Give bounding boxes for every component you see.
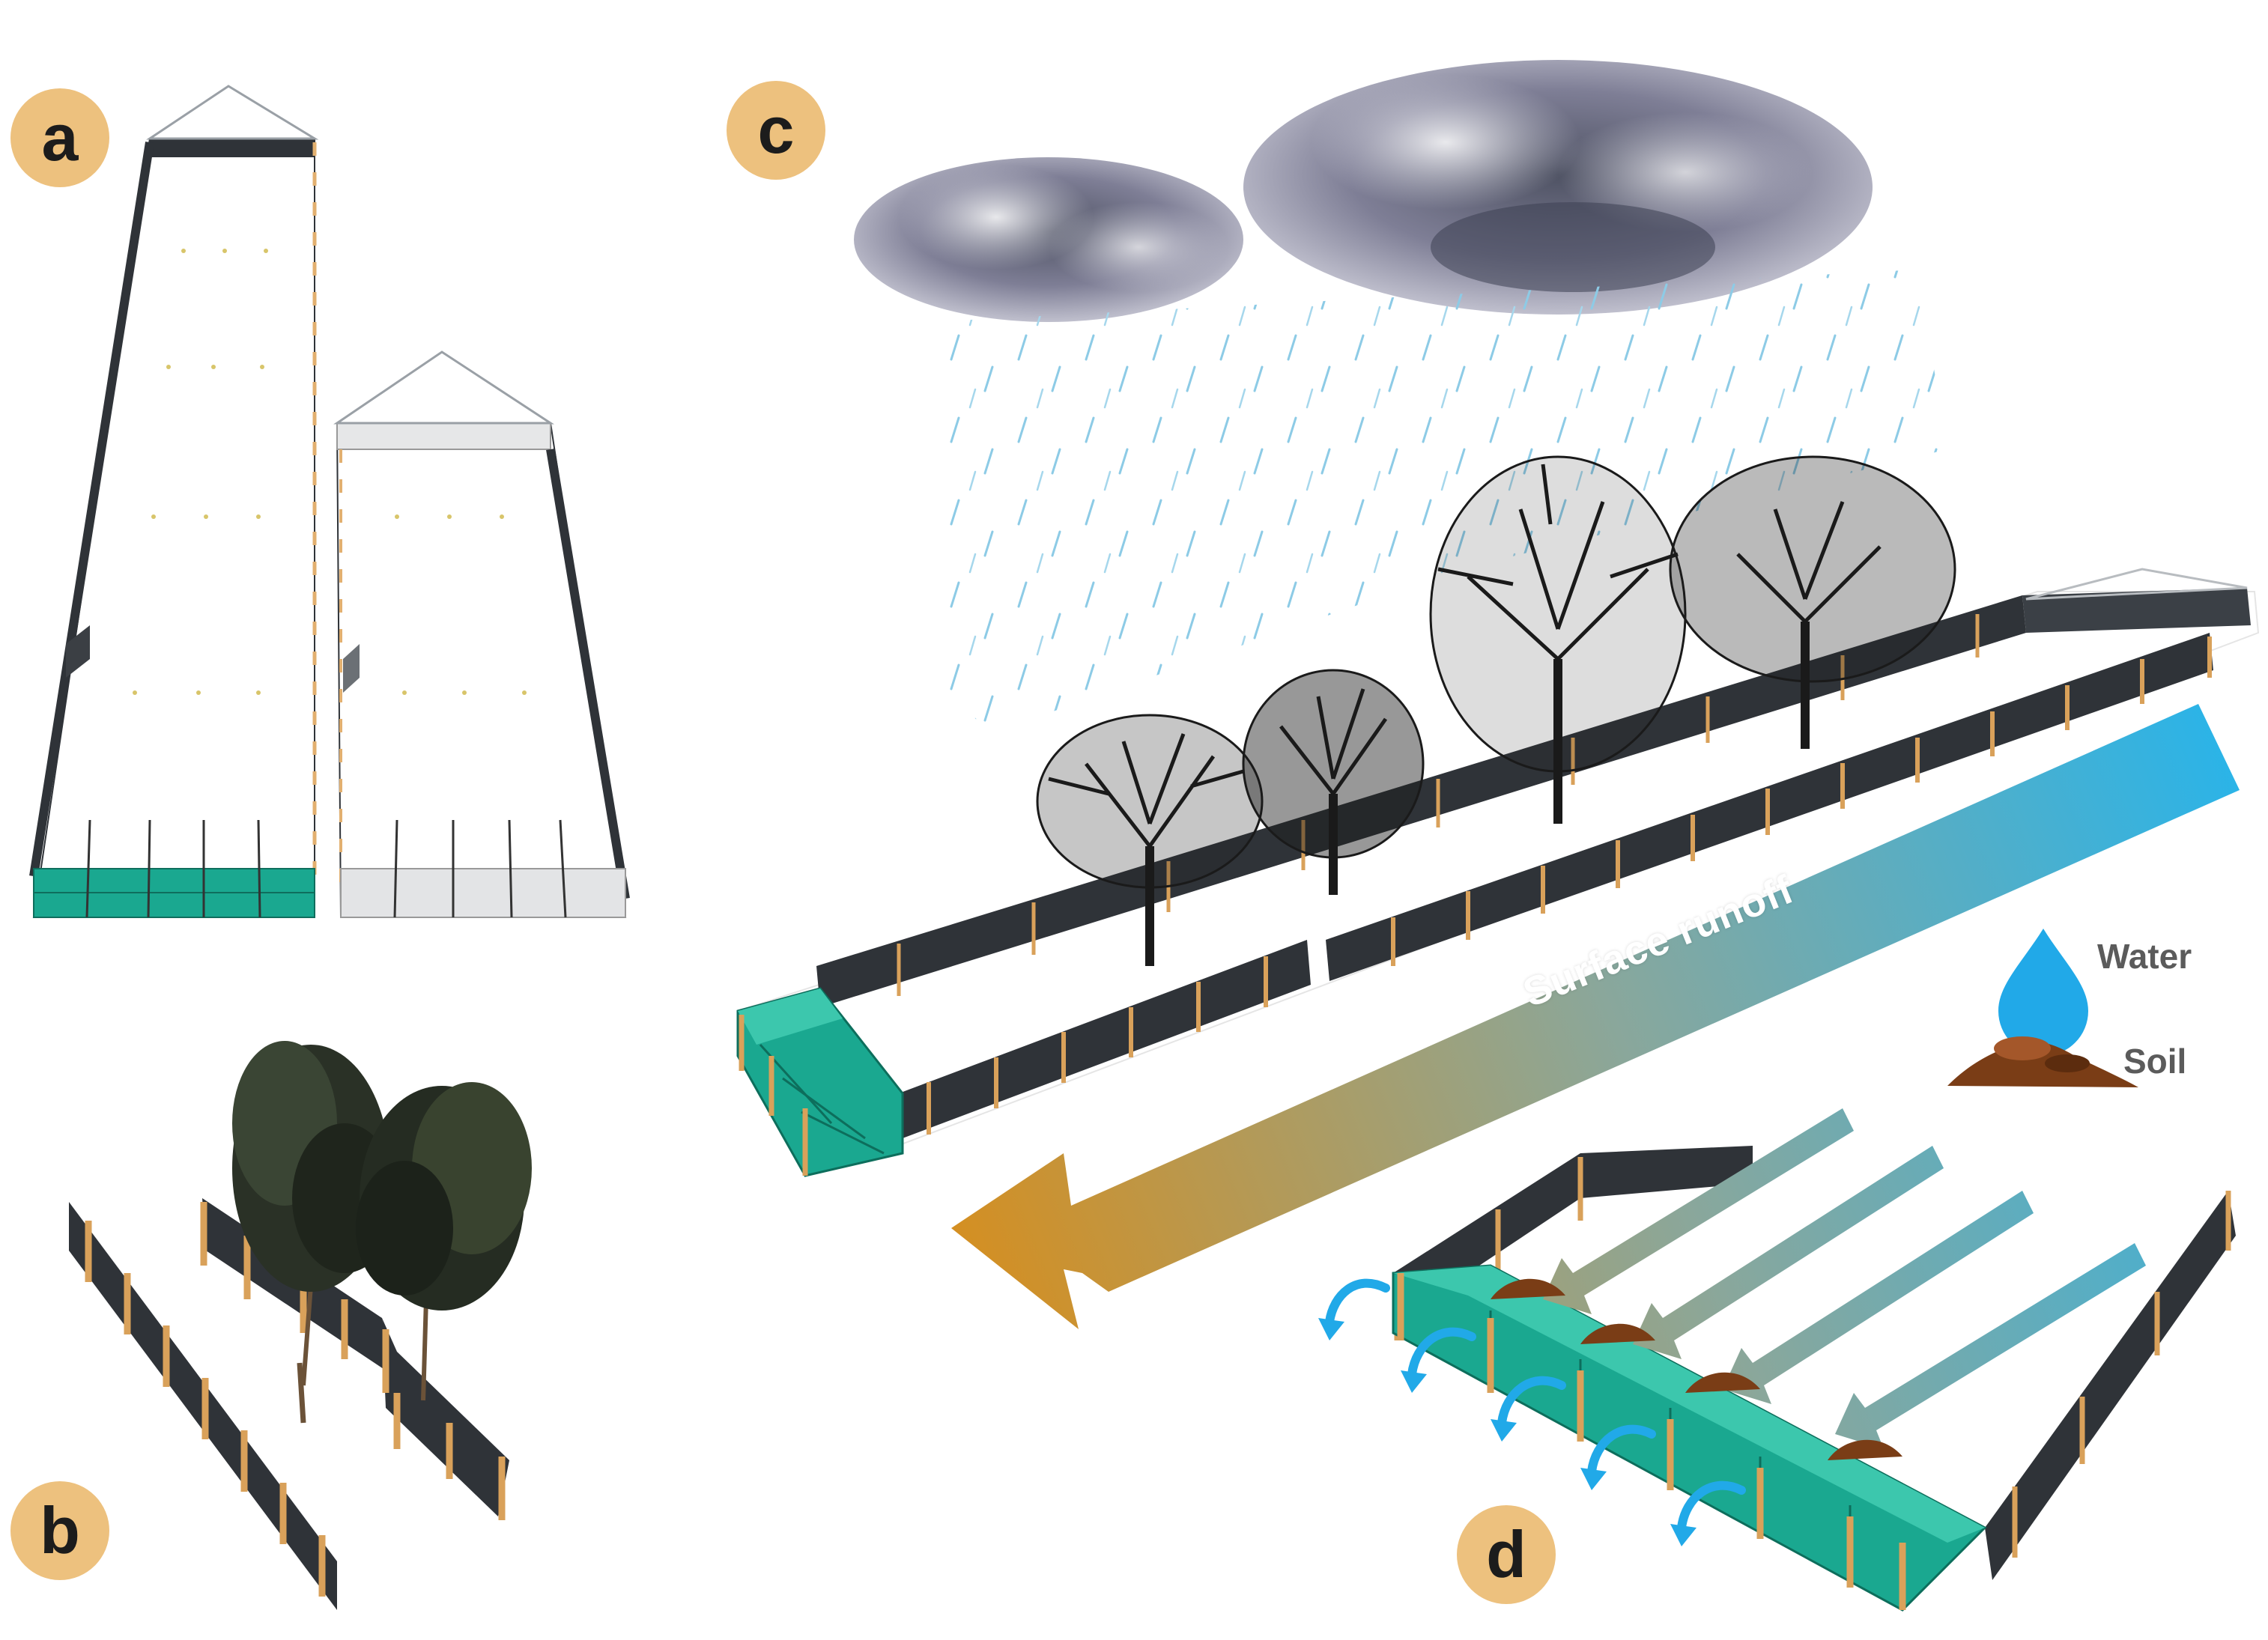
surface-runoff-arrow [951, 704, 2240, 1329]
storm-cloud-right [1243, 60, 1873, 315]
runoff-arrows-d [1543, 1108, 2146, 1449]
panel-label-d: d [1457, 1505, 1556, 1604]
plot-a2-top-fence [336, 422, 551, 450]
rain-field [929, 270, 1947, 734]
plot-c-trap-top [738, 988, 843, 1045]
storm-cloud-left [854, 157, 1243, 322]
panel-c-illustration [736, 60, 2260, 1329]
plot-a2-right-fence [546, 449, 630, 899]
soil-pile-icon [1947, 1036, 2138, 1087]
tree-b2 [356, 1082, 532, 1401]
plot-a1-ground [32, 138, 315, 918]
panel-label-c: c [727, 81, 825, 180]
tree-c2 [1242, 669, 1425, 895]
tree-c4 [1669, 455, 1956, 749]
soil-piles-d [1491, 1278, 1902, 1460]
plot-a1-roof-triangle [146, 85, 319, 140]
plot-d-back-fence [1393, 1146, 1753, 1318]
panel-a-illustration [29, 85, 630, 918]
plot-a2-sediment-trap [340, 868, 626, 918]
runoff-arrow-4 [1835, 1243, 2146, 1449]
runoff-arrow-2 [1633, 1146, 1944, 1359]
panel-label-a: a [10, 88, 109, 187]
plot-d-sediment-trap [1392, 1264, 1987, 1612]
fence-b2-lower [382, 1318, 509, 1516]
runoff-arrow-1 [1543, 1108, 1854, 1314]
plot-a2-roof-triangle [333, 350, 555, 425]
panel-b-illustration [69, 1041, 532, 1610]
legend-soil-label: Soil [2123, 1042, 2187, 1081]
runoff-arrow-3 [1723, 1191, 2034, 1404]
plot-a1-left-fence [29, 142, 154, 877]
water-drop-icon [1998, 929, 2088, 1056]
plot-c-back-fence [816, 595, 2026, 1007]
plot-c-front-fence-near [899, 940, 1311, 1138]
legend [1947, 929, 2138, 1087]
plot-d-trap-top [1393, 1266, 1985, 1543]
tree-c1 [1036, 714, 1264, 966]
plot-a2-side-gate [343, 644, 360, 693]
plot-a2-ground [336, 422, 627, 918]
plot-a1-top-fence [150, 139, 315, 157]
water-outflow-arrows [1325, 1278, 1746, 1532]
legend-water-label: Water [2097, 937, 2192, 976]
tree-c3 [1429, 455, 1687, 824]
plot-c-end-fence [2022, 588, 2251, 633]
panel-d-illustration [1318, 1108, 2236, 1612]
plot-c-roof-triangle [2025, 568, 2248, 601]
plot-a1-side-gate [66, 625, 90, 678]
plot-d-right-fence [1985, 1191, 2236, 1580]
panel-label-b: b [10, 1481, 109, 1580]
